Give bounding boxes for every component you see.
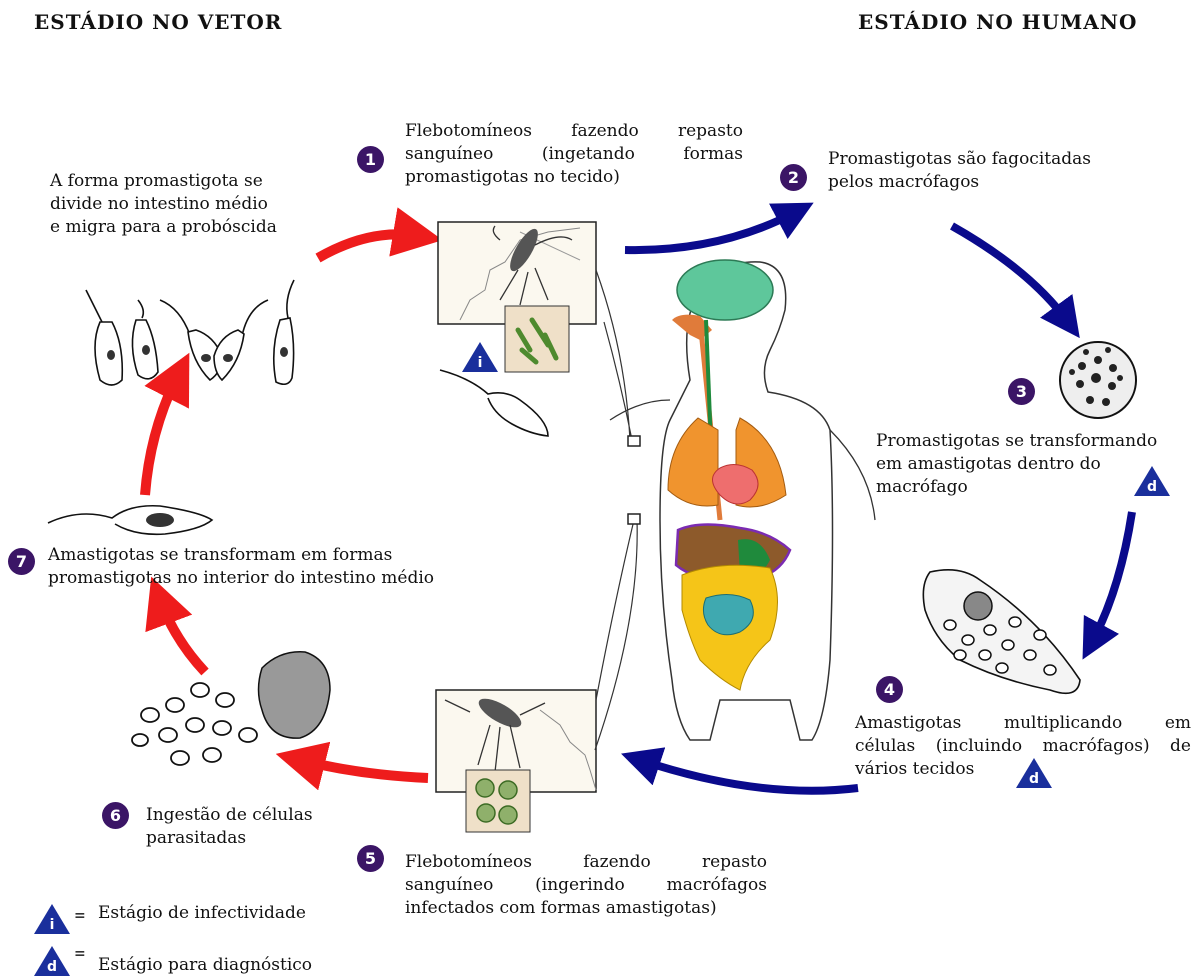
step-5-line: Flebotomíneos fazendo repasto [405,851,767,874]
promastigote-note: A forma promastigota se divide no intest… [50,170,320,239]
legend-equals: = [74,908,86,924]
step-6-badge: 6 [102,802,129,829]
step-5-line: sanguíneo (ingerindo macrófagos [405,874,767,897]
note-line: A forma promastigota se [50,170,320,193]
step-1-line: Flebotomíneos fazendo repasto [405,120,743,143]
step-6-line: parasitadas [146,827,366,850]
arrow-step7-to-promastigotes [145,375,178,495]
step-1-line: sanguíneo (ingetando formas [405,143,743,166]
note-line: e migra para a probóscida [50,216,320,239]
step-7-text: Amastigotas se transformam em formas pro… [48,544,488,590]
connector-line [595,520,637,750]
step-5-text: Flebotomíneos fazendo repasto sanguíneo … [405,851,767,920]
legend-infective-label: Estágio de infectividade [98,902,306,925]
step-2-line: pelos macrófagos [828,171,1148,194]
arrow-step4-to-step5 [640,760,858,791]
human-stage-heading: ESTÁDIO NO HUMANO [858,10,1137,34]
note-line: divide no intestino médio [50,193,320,216]
marker-letter: i [462,355,498,371]
parasitized-cells [132,652,330,765]
promastigote-cluster [86,280,294,385]
step-5-line: infectados com formas amastigotas) [405,897,767,920]
step-1-line: promastigotas no tecido) [405,166,743,189]
step-4-line: células (incluindo macrófagos) de [855,735,1191,758]
arrow-step3-to-step4 [1092,512,1132,642]
step-1-text: Flebotomíneos fazendo repasto sanguíneo … [405,120,743,189]
step-4-line: Amastigotas multiplicando em [855,712,1191,735]
promastigote [440,370,548,436]
step-7-line: promastigotas no interior do intestino m… [48,567,488,590]
arrow-step5-to-step6 [300,760,428,778]
step-4-badge: 4 [876,676,903,703]
step-7-line: Amastigotas se transformam em formas [48,544,488,567]
connector-line [596,270,632,440]
step-3-line: Promastigotas se transformando [876,430,1186,453]
marker-letter: i [34,917,70,933]
amastigotes-in-cell [923,570,1080,694]
infective-stage-marker: i [462,342,498,372]
legend-equals: = [74,946,86,962]
human-body-illustration [610,260,875,740]
legend-infective-icon: i [34,904,70,934]
vector-stage-heading: ESTÁDIO NO VETOR [34,10,282,34]
arrow-step1-to-step2 [625,212,796,250]
step-2-text: Promastigotas são fagocitadas pelos macr… [828,148,1148,194]
marker-letter: d [1016,771,1052,787]
arrow-step2-to-step3 [952,226,1068,322]
transforming-promastigote [48,506,212,535]
infected-macrophage [1060,342,1136,418]
step-6-text: Ingestão de células parasitadas [146,804,366,850]
sandfly-feeding-box-bottom [436,690,596,832]
legend-diagnostic-icon: d [34,946,70,976]
legend-diagnostic-label: Estágio para diagnóstico [98,954,312,977]
step-7-badge: 7 [8,548,35,575]
step-2-badge: 2 [780,164,807,191]
diagnostic-stage-marker: d [1134,466,1170,496]
step-1-badge: 1 [357,146,384,173]
step-3-badge: 3 [1008,378,1035,405]
arrow-step6-to-step7 [160,600,205,672]
diagnostic-stage-marker: d [1016,758,1052,788]
arrow-note-to-step1 [318,234,418,258]
step-2-line: Promastigotas são fagocitadas [828,148,1148,171]
marker-letter: d [1134,479,1170,495]
step-6-line: Ingestão de células [146,804,366,827]
marker-letter: d [34,959,70,975]
